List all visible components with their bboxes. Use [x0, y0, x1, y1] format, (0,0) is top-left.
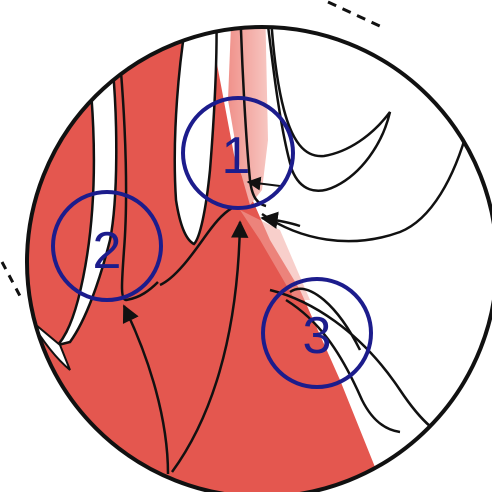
dashed-line-top: [328, 2, 384, 28]
dashed-line-left: [2, 262, 20, 296]
callout-label-1: 1: [222, 127, 251, 185]
callout-label-2: 2: [93, 222, 122, 280]
callout-label-3: 3: [303, 307, 332, 365]
